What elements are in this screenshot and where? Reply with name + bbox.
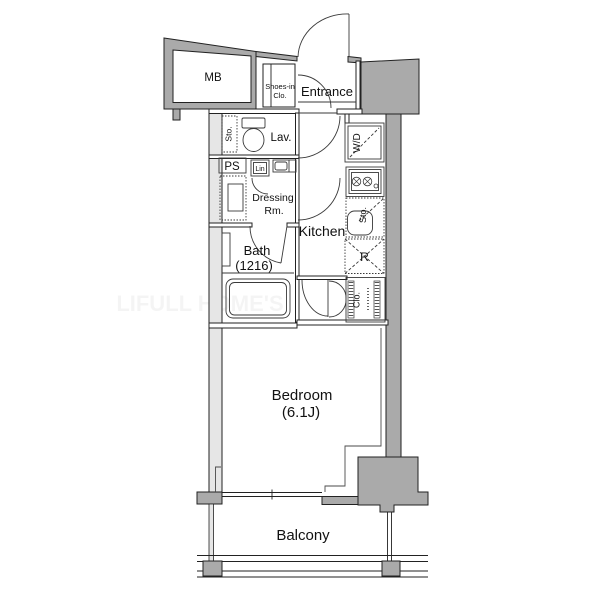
label-lav: Lav.: [271, 132, 292, 144]
entrance-bottom-wall: [336, 108, 363, 115]
label-dressing-1: Dressing: [252, 192, 294, 204]
structural-walls: [163, 37, 429, 513]
closet-shelf-left-frame: [347, 280, 355, 319]
stove-inner: [351, 172, 379, 191]
window-left-cap: [196, 491, 223, 505]
bath-door-leaf: [280, 225, 288, 264]
lav-top-wall: [208, 108, 300, 114]
interior-walls: [208, 60, 389, 329]
washer-dryer-box-inner: [347, 125, 382, 160]
balcony-post-right: [381, 560, 401, 577]
top-right-pillar: [360, 58, 420, 115]
label-r: R: [360, 250, 369, 264]
label-kitchen: Kitchen: [299, 223, 346, 239]
label-balcony: Balcony: [276, 527, 330, 544]
label-sto-kitchen: Sto.: [358, 207, 368, 223]
kitchen-storage-diagonal: [358, 198, 384, 222]
washer-dryer-diagonal: [349, 127, 380, 158]
label-bedroom-2: (6.1J): [282, 404, 320, 421]
toilet-bowl: [242, 128, 265, 152]
refrigerator-box: [344, 238, 385, 274]
utility-fixtures: [218, 157, 297, 221]
kitchen-storage-box: [345, 197, 385, 238]
stove-knob: [373, 183, 379, 189]
dressing-storage-dotted: [219, 175, 247, 221]
balcony-left-wall: [208, 503, 214, 562]
label-clo: Clo.: [352, 292, 362, 308]
stove-burner-right: [362, 176, 373, 187]
burner-cross: [364, 178, 371, 185]
stove-burner-left: [351, 176, 362, 187]
label-bath-2: (1216): [235, 258, 273, 273]
corridor-left-wall: [295, 112, 300, 323]
washer-dryer-box-outer: [344, 122, 385, 163]
bedroom-wall-face-right: [324, 328, 382, 492]
doors-and-lines: [249, 13, 356, 318]
dressing-door-arc: [297, 177, 341, 221]
kitchen-units: [344, 122, 386, 323]
shoes-closet-door-arc: [297, 74, 332, 109]
label-wd: W/D: [352, 133, 363, 152]
dressing-storage-inner: [227, 183, 244, 212]
linen-box-inner: [253, 162, 267, 174]
front-door-arc: [297, 13, 350, 58]
bedroom-wall-face-left: [215, 466, 221, 492]
label-bath-1: Bath: [244, 243, 271, 258]
bathtub-inner: [229, 282, 287, 316]
right-wall-column: [385, 113, 402, 458]
window-right-wall: [321, 496, 359, 505]
label-bedroom-1: Bedroom: [272, 387, 333, 404]
bath-fixtures: [221, 232, 294, 319]
label-sto-toilet: Sto.: [224, 126, 234, 141]
corridor-stub-wall: [344, 113, 350, 124]
room-labels: MB Shoes-in Clo. Entrance Lav. Sto. PS L…: [204, 72, 369, 544]
bottom-right-pillar: [357, 456, 429, 513]
label-lin: Lin: [255, 166, 264, 173]
entrance-top-wall: [255, 50, 298, 62]
linen-box-outer: [250, 159, 270, 177]
left-exterior-wall: [208, 108, 223, 493]
label-ps: PS: [224, 161, 240, 173]
bath-door-arc: [249, 225, 282, 264]
watermark: LIFULL HOME'S: [116, 291, 283, 316]
linen-door-arc: [251, 177, 269, 195]
washbasin-counter: [272, 159, 297, 173]
kitchen-sink: [347, 210, 373, 236]
bath-top-wall-left: [208, 222, 253, 228]
toilet-tank: [241, 117, 266, 129]
refrigerator-diag2: [344, 238, 385, 274]
lav-door-arc: [297, 115, 341, 159]
label-mb: MB: [204, 72, 222, 84]
bathtub-outer: [225, 278, 291, 319]
bath-counter: [221, 232, 231, 267]
kitchen-counter: [345, 166, 385, 197]
label-shoes-2: Clo.: [273, 91, 286, 100]
lav-bottom-wall: [208, 154, 300, 159]
stove-outer: [348, 169, 382, 194]
shoes-closet-box: [262, 63, 296, 108]
bath-top-wall-right: [286, 222, 300, 228]
corridor-vestibule-wall: [296, 275, 348, 280]
closet-box: [345, 277, 386, 323]
burner-cross: [353, 178, 360, 185]
mb-wall-stub: [172, 108, 181, 121]
label-entrance: Entrance: [301, 84, 353, 99]
pipe-space-box: [218, 157, 247, 174]
lavatory-fixtures: [221, 115, 266, 153]
bedroom-door-arc: [301, 279, 329, 317]
washbasin-bowl: [274, 161, 288, 171]
label-dressing-2: Rm.: [264, 205, 283, 217]
vestibule-bottom-wall: [296, 319, 389, 326]
balcony-post-left: [202, 560, 223, 577]
entrance-right-wall: [355, 60, 361, 110]
closet-shelf-right-frame: [373, 280, 381, 319]
label-shoes-1: Shoes-in: [265, 82, 295, 91]
toilet-storage-box: [221, 115, 238, 153]
bath-bedroom-wall: [208, 322, 298, 329]
